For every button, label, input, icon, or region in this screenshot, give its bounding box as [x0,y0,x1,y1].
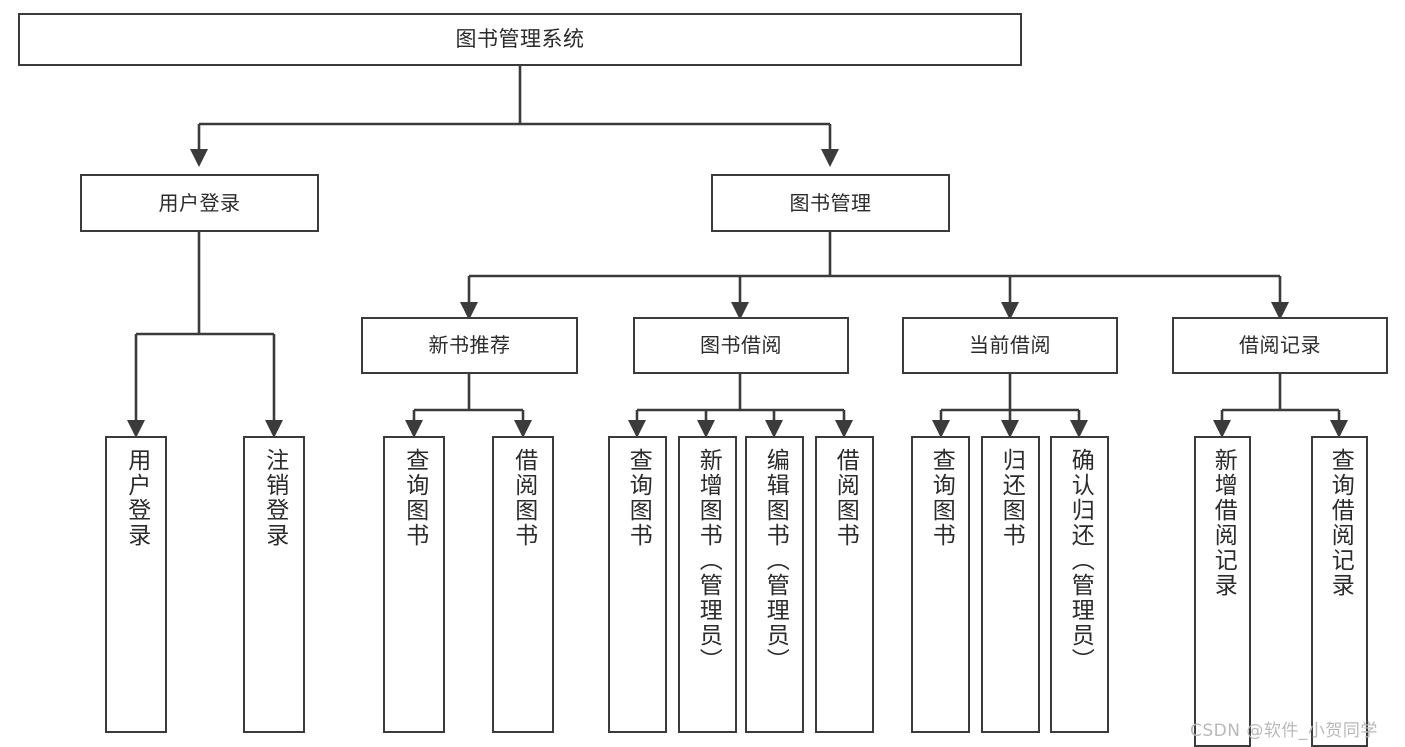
node-new-book-recommend[interactable]: 新书推荐 [361,317,578,374]
leaf-book-borrow-add[interactable]: 新增图书（管理员） [678,436,737,733]
node-root[interactable]: 图书管理系统 [18,13,1022,66]
leaf-borrow-record-query[interactable]: 查询借阅记录 [1311,436,1368,747]
node-borrow-record[interactable]: 借阅记录 [1172,317,1388,374]
node-current-borrow[interactable]: 当前借阅 [902,317,1118,374]
node-new-book-recommend-label: 新书推荐 [428,333,511,358]
leaf-label: 查询借阅记录 [1327,448,1354,598]
leaf-label: 注销登录 [261,448,288,548]
node-root-label: 图书管理系统 [455,26,585,51]
leaf-label: 新增图书（管理员） [695,448,722,673]
leaf-new-book-borrow[interactable]: 借阅图书 [492,436,554,733]
leaf-label: 借阅图书 [510,448,537,548]
leaf-label: 查询图书 [401,448,428,548]
node-borrow-record-label: 借阅记录 [1239,333,1321,358]
node-book-borrow[interactable]: 图书借阅 [633,317,849,374]
node-user-login-label: 用户登录 [158,190,241,215]
leaf-label: 确认归还（管理员） [1067,448,1094,673]
leaf-borrow-record-add[interactable]: 新增借阅记录 [1194,436,1251,747]
leaf-label: 借阅图书 [832,448,859,548]
leaf-current-borrow-query[interactable]: 查询图书 [911,436,970,733]
leaf-book-borrow-lend[interactable]: 借阅图书 [815,436,874,733]
leaf-book-borrow-edit[interactable]: 编辑图书（管理员） [745,436,804,733]
node-current-borrow-label: 当前借阅 [969,333,1051,358]
leaf-label: 用户登录 [123,448,150,548]
node-user-login[interactable]: 用户登录 [80,174,319,232]
leaf-user-login-logout[interactable]: 注销登录 [243,436,305,733]
leaf-label: 查询图书 [928,448,955,548]
leaf-current-borrow-return[interactable]: 归还图书 [981,436,1040,733]
leaf-label: 编辑图书（管理员） [762,448,789,673]
leaf-current-borrow-confirm[interactable]: 确认归还（管理员） [1050,436,1109,733]
node-book-borrow-label: 图书借阅 [700,333,782,358]
leaf-label: 查询图书 [625,448,652,548]
leaf-user-login-login[interactable]: 用户登录 [105,436,167,733]
watermark: CSDN @软件_小贺同学 [1190,721,1378,741]
node-book-management[interactable]: 图书管理 [711,174,950,232]
leaf-new-book-query[interactable]: 查询图书 [383,436,445,733]
leaf-book-borrow-query[interactable]: 查询图书 [608,436,667,733]
node-book-management-label: 图书管理 [789,190,872,215]
leaf-label: 新增借阅记录 [1210,448,1237,598]
leaf-label: 归还图书 [998,448,1025,548]
